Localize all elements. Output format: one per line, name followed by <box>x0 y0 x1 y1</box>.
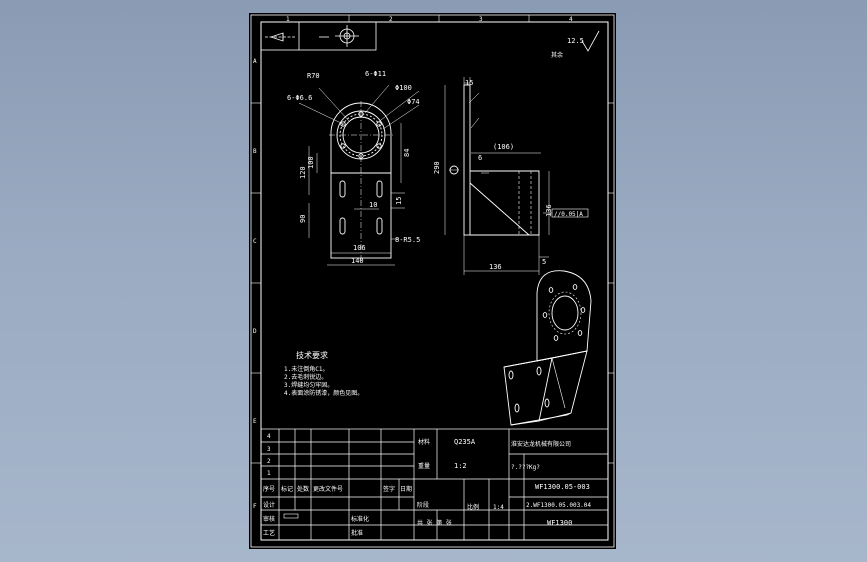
roughness-value: 12.5 <box>567 37 584 45</box>
dim-140: 140 <box>351 257 364 265</box>
hdr-change-doc: 更改文件号 <box>313 485 343 493</box>
dim-136-horizontal: 136 <box>489 263 502 271</box>
zone-left-d: D <box>253 328 257 335</box>
side-view <box>444 77 589 275</box>
notes-title: 技术要求 <box>296 350 328 360</box>
dim-106: 106 <box>353 244 366 252</box>
roughness-label: 其余 <box>551 51 563 59</box>
dim-15-side: 15 <box>465 79 473 87</box>
dim-84: 84 <box>403 149 411 157</box>
dim-d100: Φ100 <box>395 84 412 92</box>
hdr-date: 日期 <box>400 485 412 493</box>
row-num-3: 3 <box>267 446 271 453</box>
drawing-number: WF1300.05-003 <box>535 483 590 491</box>
zone-left-c: C <box>253 238 257 245</box>
title-block-tick <box>283 513 299 519</box>
hdr-seq: 序号 <box>263 485 275 493</box>
stage-label: 阶段 <box>417 501 429 509</box>
dim-r70: R70 <box>307 72 320 80</box>
parallelism-tolerance: //0.05|A <box>554 211 583 218</box>
zone-left-a: A <box>253 58 257 65</box>
scale-value: 1:4 <box>493 504 504 511</box>
row-num-2: 2 <box>267 458 271 465</box>
dim-slot-8-r55: 8-R5.5 <box>395 236 420 244</box>
isometric-view <box>503 270 592 426</box>
zone-left-b: B <box>253 148 257 155</box>
dim-10: 10 <box>369 201 377 209</box>
outer-border <box>250 14 615 548</box>
company-name: 淮安达龙机械有限公司 <box>511 440 571 448</box>
role-review: 审核 <box>263 515 275 523</box>
material-value: Q235A <box>454 438 476 446</box>
scale-label: 比例 <box>467 503 479 511</box>
zone-marks <box>251 15 614 464</box>
hdr-mark: 标记 <box>281 485 293 493</box>
dim-120: 120 <box>299 166 307 179</box>
product-code: WF1300 <box>547 519 572 527</box>
dim-15-front: 15 <box>395 197 403 205</box>
role-standard: 标准化 <box>351 515 369 523</box>
ratio-value: 1:2 <box>454 462 467 470</box>
role-approve: 批准 <box>351 529 363 537</box>
weight-value: ?.???Kg? <box>511 464 540 471</box>
row-num-4: 4 <box>267 433 271 440</box>
title-block <box>260 428 609 541</box>
dim-106-ref: (106) <box>493 143 514 151</box>
note-line-3: 3.焊缝均匀牢固。 <box>284 381 333 389</box>
dim-6: 6 <box>478 154 482 162</box>
sheet-count: 共 张 第 张 <box>417 519 452 527</box>
zone-left-f: F <box>253 503 257 510</box>
dim-d74: Φ74 <box>407 98 420 106</box>
zone-left-e: E <box>253 418 257 425</box>
zone-top-2: 2 <box>389 16 393 23</box>
dim-290: 290 <box>433 161 441 174</box>
note-line-1: 1.未注倒角C1。 <box>284 365 328 373</box>
roughness-symbol-icon <box>581 30 600 52</box>
ratio-label: 重量 <box>418 462 430 470</box>
hdr-sign: 签字 <box>383 485 395 493</box>
note-line-2: 2.去毛刺锐边。 <box>284 373 327 381</box>
zone-top-3: 3 <box>479 16 483 23</box>
drawing-sheet: 1 2 3 4 A B C D E F 12.5 其余 <box>249 13 616 549</box>
zone-top-4: 4 <box>569 16 573 23</box>
dim-90: 90 <box>299 215 307 223</box>
dim-100-vertical: 100 <box>307 156 315 169</box>
drawing-number-2: 2.WF1300.05.003.04 <box>526 502 591 509</box>
front-view <box>298 84 420 266</box>
zone-top-1: 1 <box>286 16 290 23</box>
material-label: 材料 <box>418 438 430 446</box>
note-line-4: 4.表面涂防锈漆，颜色见图。 <box>284 389 363 397</box>
dim-136-vertical: 136 <box>545 204 553 217</box>
role-design: 设计 <box>263 501 275 509</box>
row-num-1: 1 <box>267 470 271 477</box>
dim-holes-6-66: 6-Φ6.6 <box>287 94 312 102</box>
hdr-count: 处数 <box>297 485 309 493</box>
projection-symbol-icon <box>260 21 377 51</box>
role-process: 工艺 <box>263 529 275 537</box>
dim-5: 5 <box>542 258 546 266</box>
dim-holes-6-11: 6-Φ11 <box>365 70 386 78</box>
